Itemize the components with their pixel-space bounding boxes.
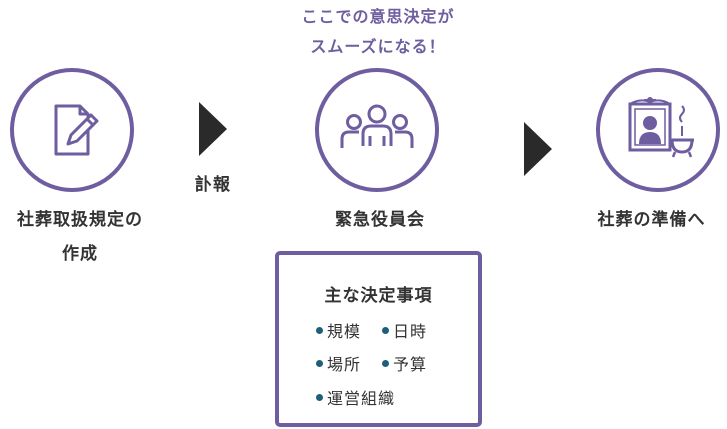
callout-line-2: スムーズになる！ (310, 37, 446, 56)
bullet-dot (316, 360, 323, 367)
bullet-dot (316, 394, 323, 401)
callout-text: ここでの意思決定が スムーズになる！ (268, 2, 488, 62)
decision-item: 予算 (382, 351, 427, 375)
step-2-circle (315, 68, 439, 192)
arrow-right-icon (524, 122, 552, 176)
decision-item-label: 運営組織 (327, 389, 396, 408)
decision-item-label: 規模 (327, 322, 362, 341)
bullet-dot (316, 327, 323, 334)
decision-item: 日時 (382, 318, 427, 342)
step-2-label: 緊急役員会 (335, 210, 425, 230)
decision-item-label: 予算 (393, 355, 428, 374)
step-1-circle (10, 68, 134, 192)
decision-item: 運営組織 (316, 385, 395, 409)
step-1-label-line-2: 作成 (62, 244, 98, 264)
decision-item: 場所 (316, 351, 361, 375)
arrow-label: 訃報 (195, 175, 231, 195)
decision-item: 規模 (316, 318, 361, 342)
decisions-title: 主な決定事項 (324, 286, 433, 306)
decision-item-label: 日時 (393, 322, 428, 341)
decision-item-label: 場所 (327, 355, 362, 374)
step-1-label-line-1: 社葬取扱規定の (17, 210, 143, 230)
bullet-dot (382, 360, 389, 367)
callout-line-1: ここでの意思決定が (301, 7, 455, 26)
decisions-box: 主な決定事項 規模 日時 場所 予算 運営組織 (275, 251, 482, 427)
step-1-label: 社葬取扱規定の 作成 (0, 203, 160, 271)
arrow-right-icon (199, 102, 227, 156)
step-3-label: 社葬の準備へ (597, 210, 706, 230)
step-3-circle (596, 68, 720, 192)
bullet-dot (382, 327, 389, 334)
